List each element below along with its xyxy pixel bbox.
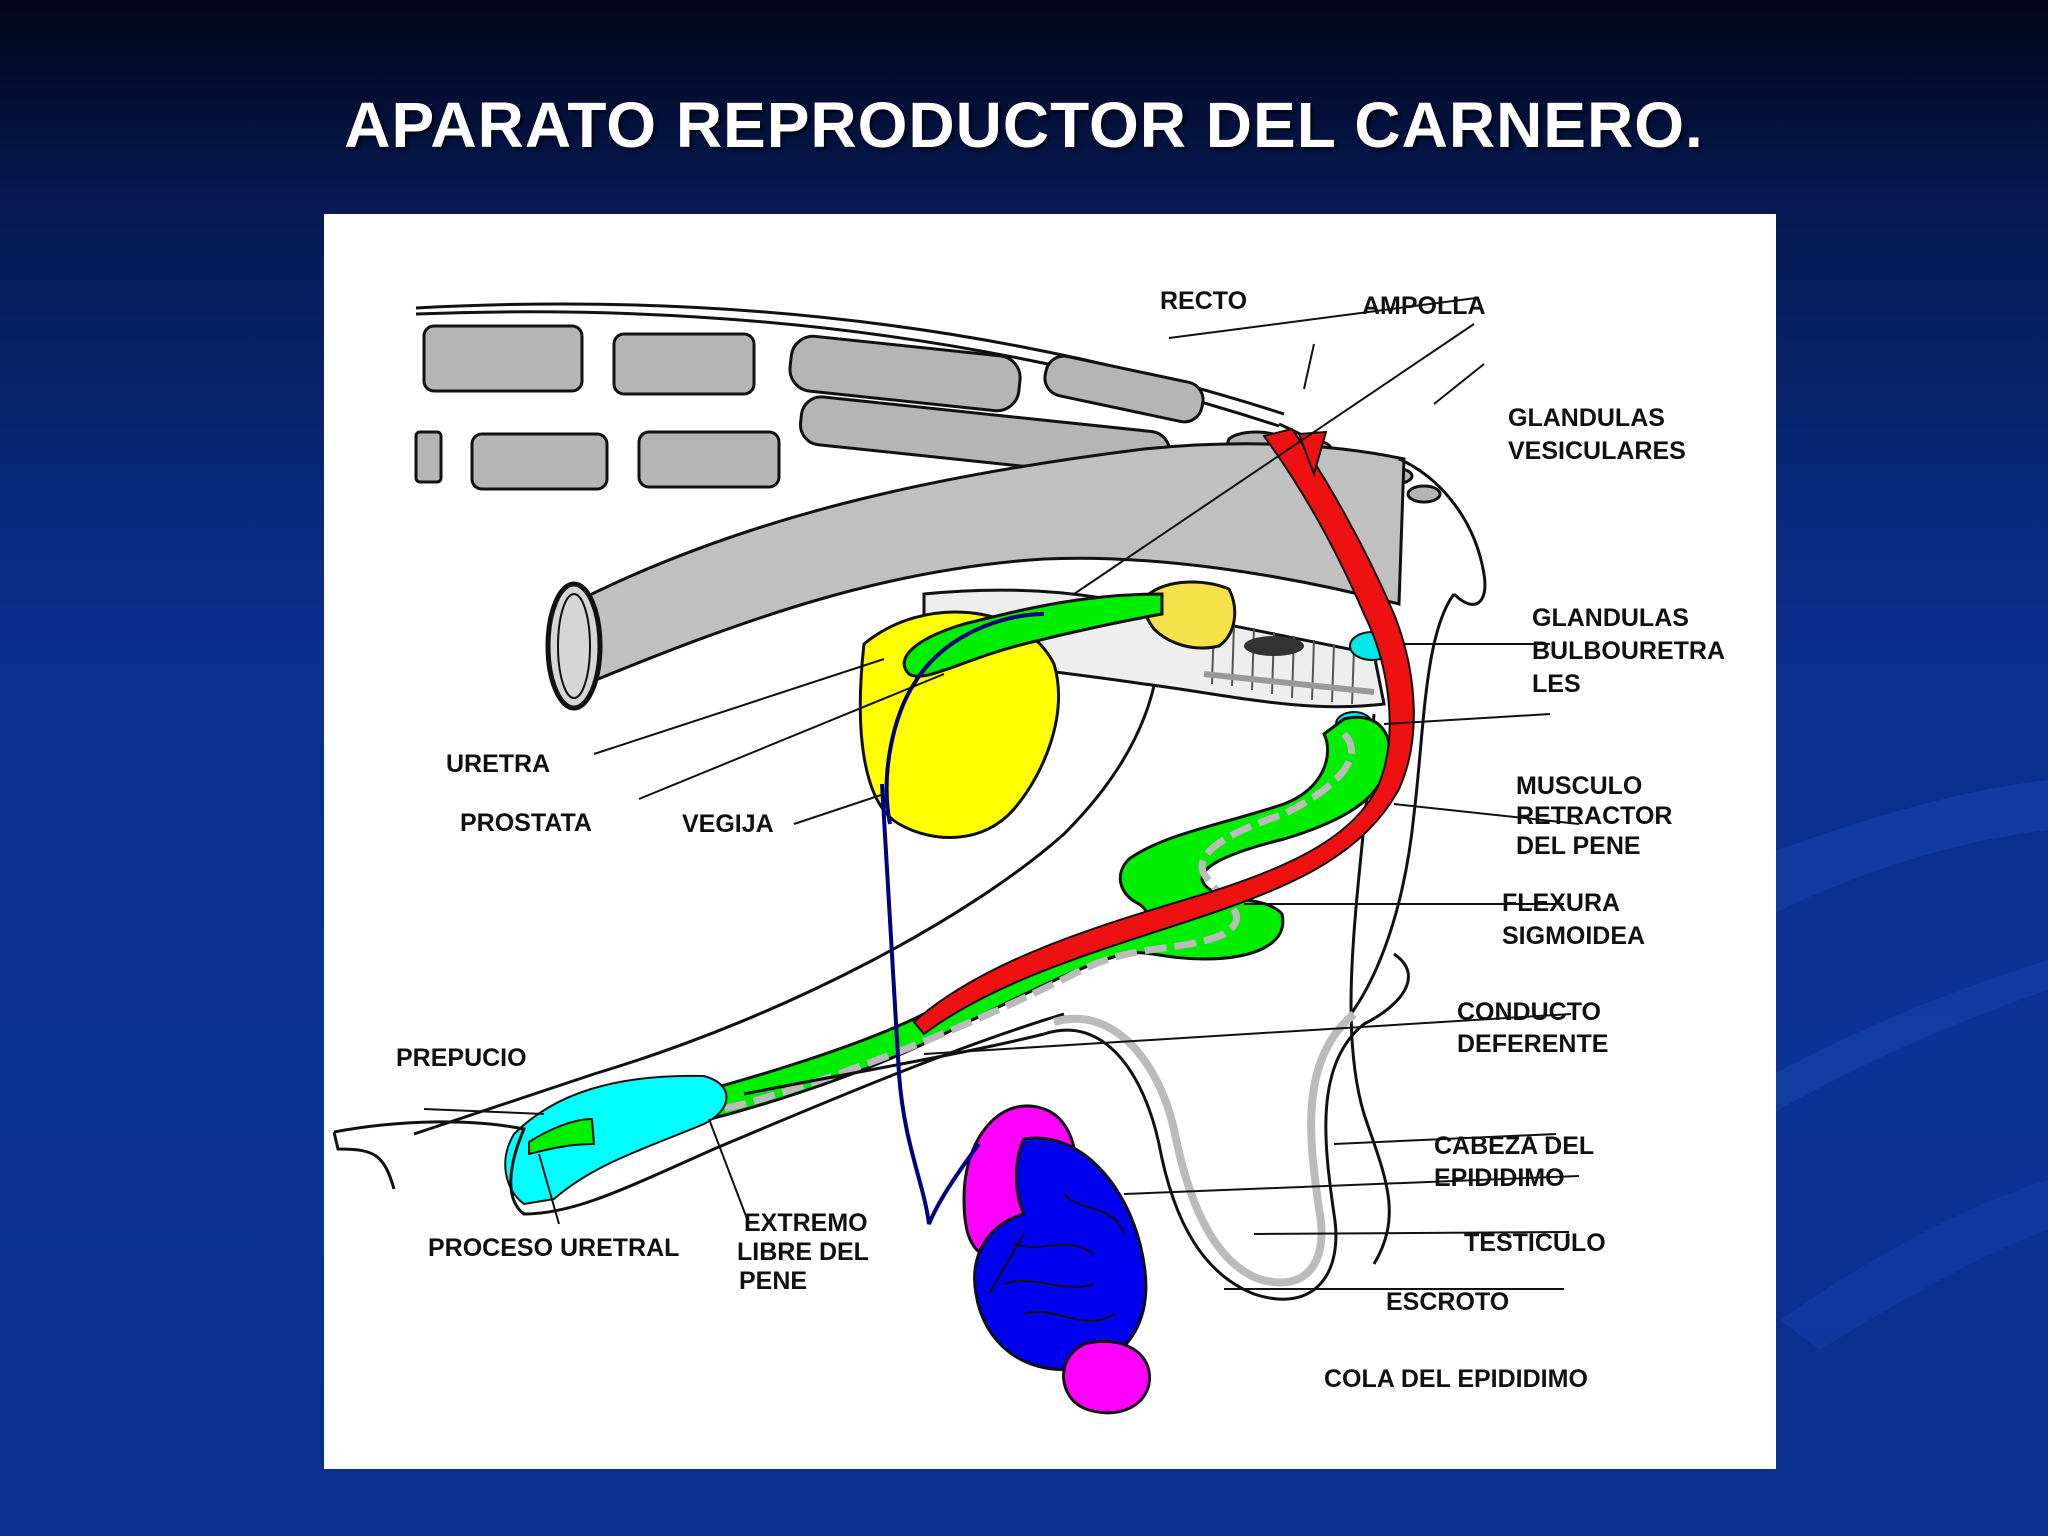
label-testiculo: TESTICULO — [1464, 1229, 1606, 1257]
label-musculo-retractor-1: MUSCULO — [1516, 772, 1642, 800]
vesicular-gland — [1143, 580, 1237, 650]
vas-deferens — [880, 612, 1045, 1232]
label-extremo-libre-1: EXTREMO — [744, 1209, 868, 1237]
label-prostata: PROSTATA — [460, 809, 592, 837]
diagram-panel: RECTO AMPOLLA GLANDULAS VESICULARES GLAN… — [324, 214, 1776, 1469]
label-musculo-retractor-3: DEL PENE — [1516, 832, 1641, 860]
label-conducto-deferente-1: CONDUCTO — [1457, 998, 1601, 1026]
label-vegija: VEGIJA — [682, 810, 774, 838]
label-glandulas-vesiculares-2: VESICULARES — [1508, 437, 1686, 465]
label-prepucio: PREPUCIO — [396, 1044, 527, 1072]
testis-tubules — [1003, 1193, 1125, 1323]
label-extremo-libre-2: LIBRE DEL — [737, 1238, 869, 1266]
label-flexura-sigmoidea-2: SIGMOIDEA — [1502, 922, 1645, 950]
scrotum-inner — [1052, 1010, 1357, 1287]
scrotal-neck — [743, 1032, 1045, 1096]
label-musculo-retractor-2: RETRACTOR — [1516, 802, 1672, 830]
label-flexura-sigmoidea-1: FLEXURA — [1502, 889, 1620, 917]
label-proceso-uretral: PROCESO URETRAL — [428, 1234, 679, 1262]
label-escroto: ESCROTO — [1386, 1288, 1509, 1316]
reproductive-diagram: RECTO AMPOLLA GLANDULAS VESICULARES GLAN… — [332, 287, 1725, 1415]
vertebrae — [414, 324, 1442, 504]
urethra-line — [613, 731, 1355, 1138]
prepuce-orifice — [332, 1131, 396, 1190]
label-cabeza-epididimo-2: EPIDIDIMO — [1434, 1164, 1565, 1192]
slide-title: APARATO REPRODUCTOR DEL CARNERO. — [344, 89, 1704, 161]
label-glandulas-bulbouretrales-2: BULBOURETRA — [1532, 637, 1725, 665]
rectum-opening — [545, 581, 603, 711]
body-outline — [413, 457, 1487, 1265]
prepuce — [504, 1074, 728, 1206]
leader-lines — [423, 297, 1580, 1295]
urethra-pelvic-canal — [1203, 671, 1375, 695]
rectum — [560, 442, 1406, 687]
label-cola-epididimo: COLA DEL EPIDIDIMO — [1324, 1365, 1588, 1393]
label-ampolla: AMPOLLA — [1362, 292, 1486, 320]
label-recto: RECTO — [1160, 287, 1247, 315]
label-cabeza-epididimo-1: CABEZA DEL — [1434, 1132, 1594, 1160]
scrotum — [1043, 952, 1410, 1301]
pelvic-urethra-lumen — [1244, 636, 1304, 656]
penis-root — [902, 592, 1164, 678]
label-glandulas-bulbouretrales-1: GLANDULAS — [1532, 604, 1689, 632]
testis — [973, 1136, 1148, 1372]
label-uretra: URETRA — [446, 750, 550, 778]
urethral-process — [528, 1117, 596, 1156]
label-glandulas-vesiculares-1: GLANDULAS — [1508, 404, 1665, 432]
retractor-muscle — [912, 427, 1415, 1036]
label-glandulas-bulbouretrales-3: LES — [1532, 670, 1581, 698]
label-conducto-deferente-2: DEFERENTE — [1457, 1030, 1608, 1058]
label-extremo-libre-3: PENE — [739, 1267, 807, 1295]
epididymis-tail — [1062, 1339, 1152, 1415]
